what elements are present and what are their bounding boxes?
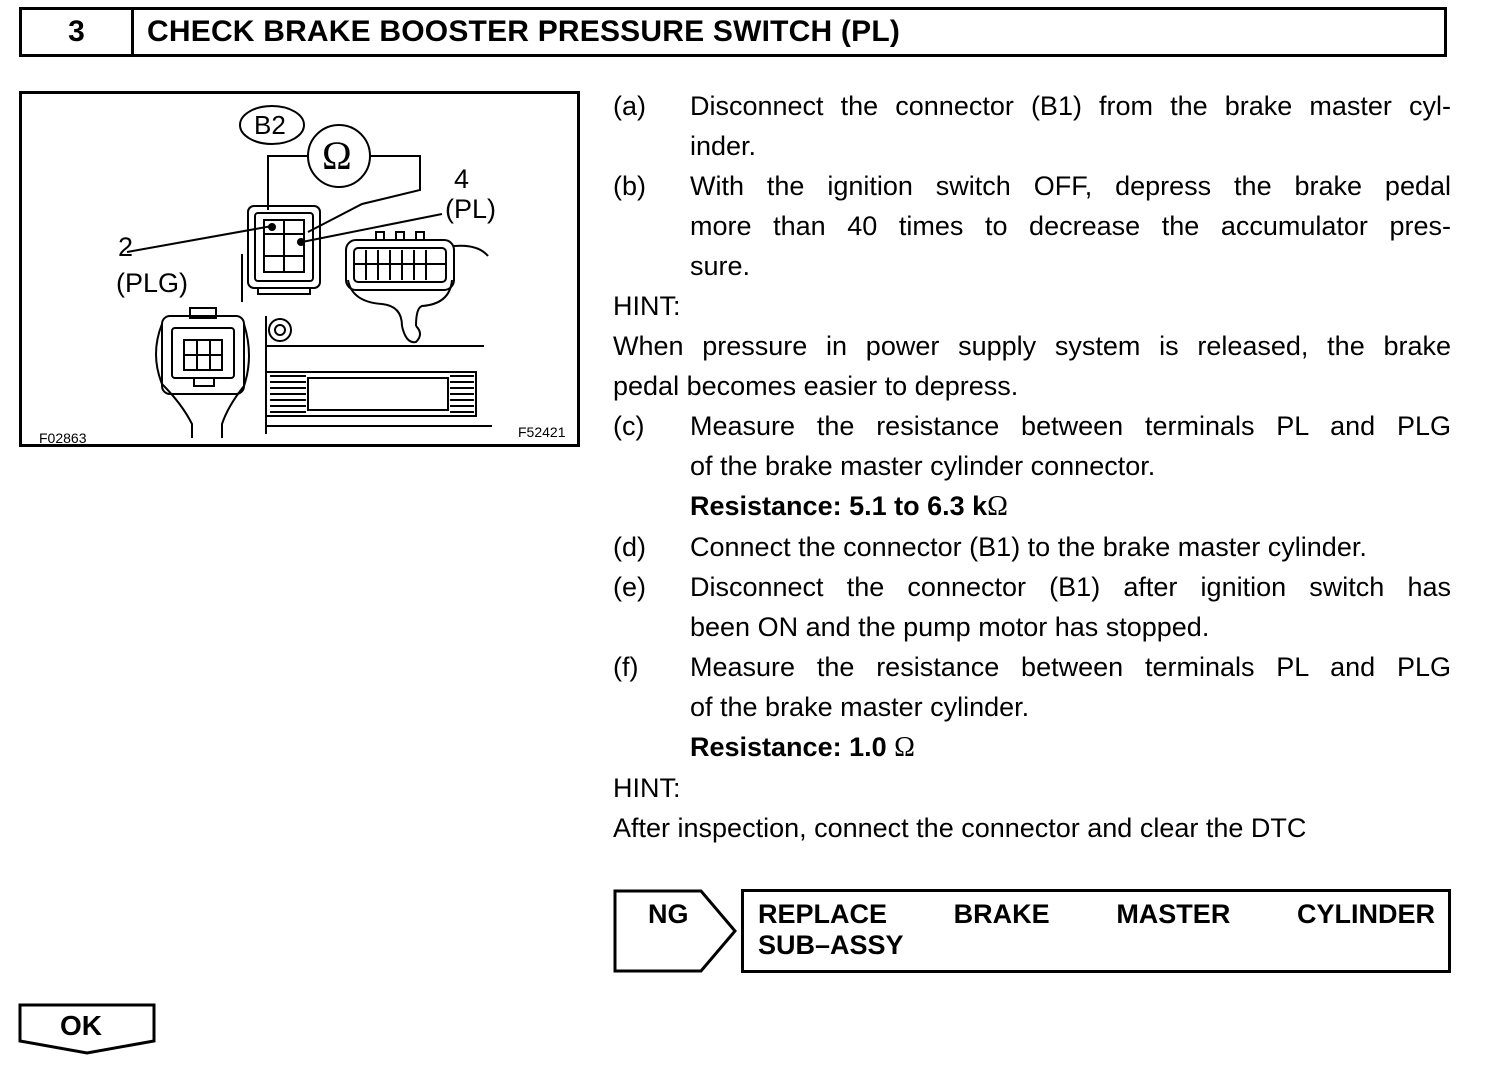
procedure-steps: (a) Disconnect the connector (B1) from t… <box>613 86 1451 848</box>
step-label: (e) <box>613 572 646 602</box>
step-text-line: Measure the resistance between terminals… <box>690 652 1451 682</box>
step-e: (e) Disconnect the connector (B1) after … <box>613 567 1451 647</box>
step-text-line: Disconnect the connector (B1) after igni… <box>690 572 1451 602</box>
terminal-4-number: 4 <box>454 164 470 194</box>
connector-illustration <box>126 105 492 438</box>
step-text-line: sure. <box>690 251 751 281</box>
step-text-line: been ON and the pump motor has stopped. <box>690 612 1210 642</box>
step-label: (c) <box>613 411 645 441</box>
ok-result-box: OK <box>18 1003 156 1055</box>
terminal-2-name: (PLG) <box>116 268 189 298</box>
resistance-spec-label: Resistance: 5.1 to 6.3 k <box>690 491 988 521</box>
ok-label: OK <box>60 1010 102 1041</box>
step-text-line: Measure the resistance between terminals… <box>690 411 1451 441</box>
step-label: (d) <box>613 532 646 562</box>
hint-text-line: When pressure in power supply system is … <box>613 331 1451 361</box>
ng-result-box: NG <box>613 889 737 973</box>
resistance-spec: Resistance: 5.1 to 6.3 kΩ <box>690 486 1451 527</box>
step-label: (a) <box>613 91 646 121</box>
step-header: 3 CHECK BRAKE BOOSTER PRESSURE SWITCH (P… <box>19 7 1447 57</box>
step-text-line: With the ignition switch OFF, depress th… <box>690 171 1451 201</box>
hint-text: When pressure in power supply system is … <box>613 326 1451 406</box>
step-f: (f) Measure the resistance between termi… <box>613 647 1451 768</box>
step-c: (c) Measure the resistance between termi… <box>613 406 1451 527</box>
resistance-spec: Resistance: 1.0 Ω <box>690 727 1451 768</box>
step-number: 3 <box>22 10 134 54</box>
step-text-line: inder. <box>690 131 757 161</box>
terminal-2-number: 2 <box>118 232 134 262</box>
connector-b2-label: B2 <box>254 110 286 140</box>
ng-action-box: REPLACE BRAKE MASTER CYLINDER SUB–ASSY <box>741 889 1451 973</box>
step-text-line: of the brake master cylinder connector. <box>690 451 1156 481</box>
ng-arrow-icon <box>613 889 737 973</box>
ng-action-word: MASTER <box>1116 899 1231 929</box>
step-text-line: of the brake master cylinder. <box>690 692 1030 722</box>
ohm-unit: Ω <box>894 732 915 763</box>
resistance-spec-label: Resistance: 1.0 <box>690 732 887 762</box>
ng-label: NG <box>648 899 689 929</box>
ok-arrow-icon <box>18 1003 156 1055</box>
ng-action-line2: SUB–ASSY <box>758 930 904 960</box>
ng-action-word: REPLACE <box>758 899 888 929</box>
ng-action-word: CYLINDER <box>1296 899 1435 929</box>
hint-text: After inspection, connect the connector … <box>613 808 1451 848</box>
ohm-icon: Ω <box>322 133 352 178</box>
step-d: (d) Connect the connector (B1) to the br… <box>613 527 1451 567</box>
hint-label: HINT: <box>613 773 681 803</box>
figure-code-right: F52421 <box>518 424 566 440</box>
connector-diagram: B2 Ω 4 (PL) 2 (PLG) F02863 F52421 <box>19 91 580 447</box>
ohm-unit: Ω <box>987 491 1008 522</box>
step-text-line: Connect the connector (B1) to the brake … <box>690 532 1367 562</box>
step-b: (b) With the ignition switch OFF, depres… <box>613 166 1451 286</box>
ng-action-word: BRAKE <box>953 899 1050 929</box>
step-label: (f) <box>613 652 639 682</box>
figure-code-left: F02863 <box>39 430 87 446</box>
hint-label: HINT: <box>613 291 681 321</box>
step-text-line: Disconnect the connector (B1) from the b… <box>690 91 1451 121</box>
step-a: (a) Disconnect the connector (B1) from t… <box>613 86 1451 166</box>
hint-text-line: pedal becomes easier to depress. <box>613 371 1019 401</box>
step-title: CHECK BRAKE BOOSTER PRESSURE SWITCH (PL) <box>147 15 901 48</box>
b2-ellipse <box>239 105 305 145</box>
terminal-4-name: (PL) <box>445 194 497 224</box>
step-text-line: more than 40 times to decrease the accum… <box>690 211 1451 241</box>
step-label: (b) <box>613 171 646 201</box>
hint-text-line: After inspection, connect the connector … <box>613 813 1307 843</box>
